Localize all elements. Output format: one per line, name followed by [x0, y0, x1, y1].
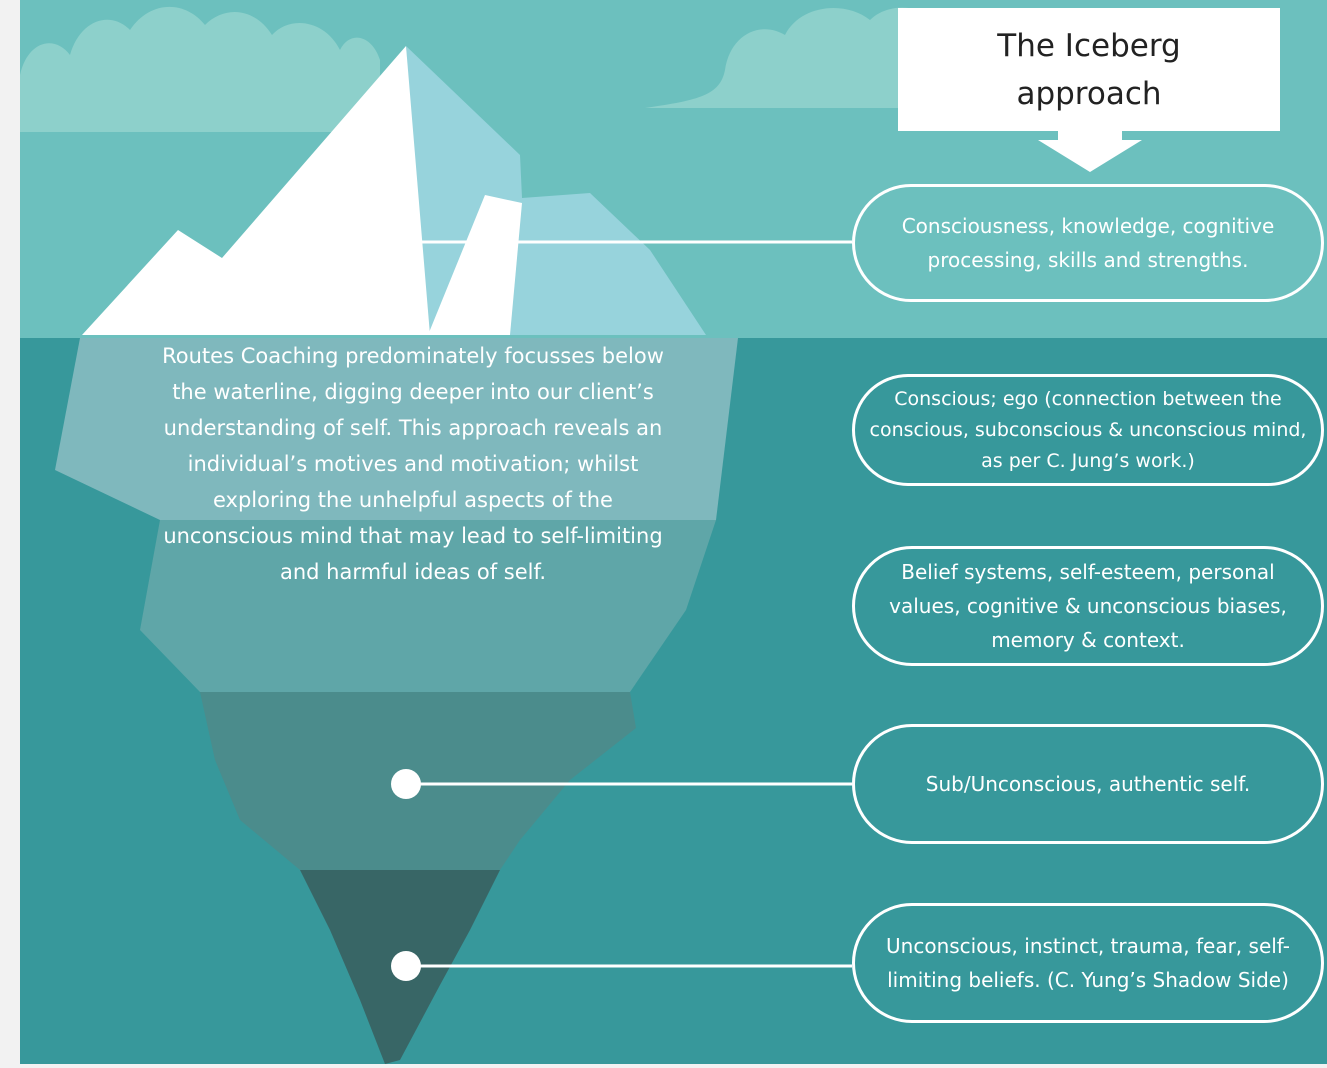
layer-label-5: Unconscious, instinct, trauma, fear, sel… [852, 903, 1324, 1023]
connector-dot-4 [391, 769, 421, 799]
diagram-title: The Iceberg approach [997, 27, 1181, 112]
iceberg-band-1 [55, 338, 738, 520]
layer-text: Unconscious, instinct, trauma, fear, sel… [886, 934, 1290, 992]
layer-text: Belief systems, self-esteem, personal va… [889, 560, 1287, 652]
layer-label-3: Belief systems, self-esteem, personal va… [852, 546, 1324, 666]
layer-label-4: Sub/Unconscious, authentic self. [852, 724, 1324, 844]
layer-label-1: Consciousness, knowledge, cognitive proc… [852, 184, 1324, 302]
layer-text: Sub/Unconscious, authentic self. [925, 772, 1251, 796]
down-arrow-icon [1038, 131, 1142, 172]
connector-dot-5 [391, 951, 421, 981]
layer-text: Conscious; ego (connection between the c… [869, 387, 1307, 472]
cloud-right [645, 7, 945, 109]
iceberg-tip-shard [428, 195, 522, 335]
iceberg-tip [82, 46, 430, 335]
cloud-left [20, 6, 380, 132]
layer-label-2: Conscious; ego (connection between the c… [852, 374, 1324, 486]
title-box: The Iceberg approach [898, 8, 1280, 131]
layer-text: Consciousness, knowledge, cognitive proc… [901, 214, 1275, 272]
coaching-description: Routes Coaching predominately focusses b… [162, 344, 664, 584]
iceberg-band-2 [140, 520, 716, 692]
